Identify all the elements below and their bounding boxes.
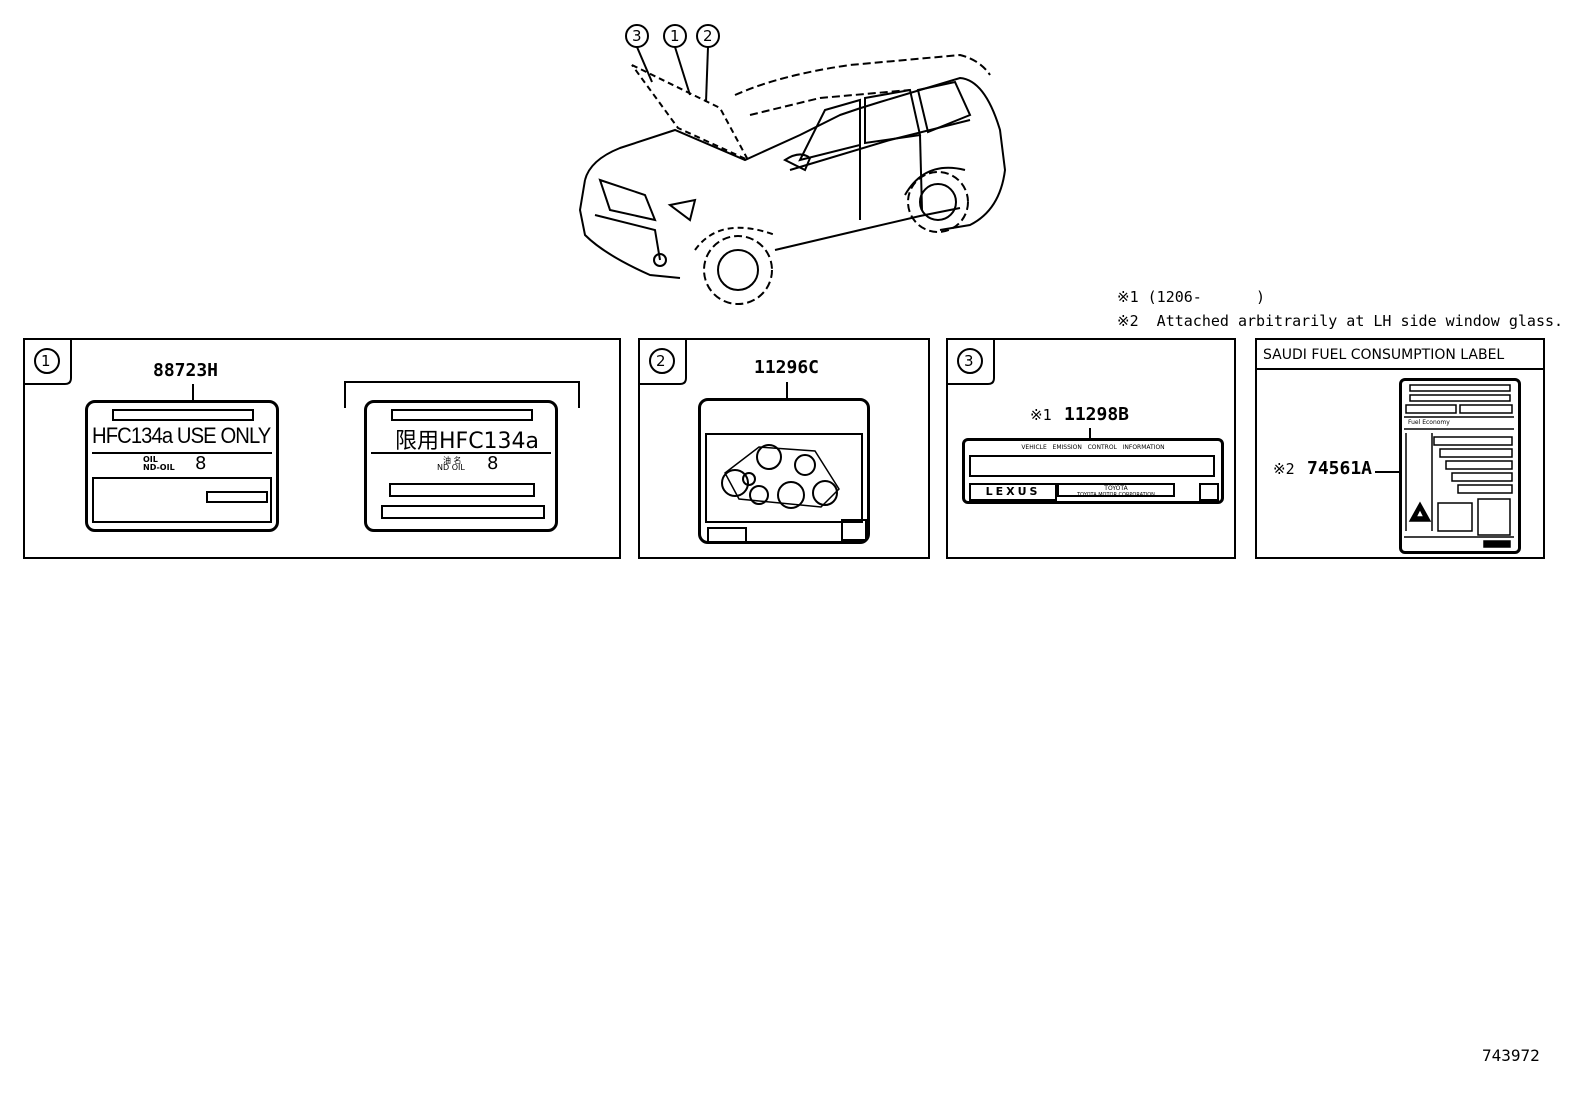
panel-2-part-number: 11296C <box>754 357 820 378</box>
saudi-fuel-economy: Fuel Economy <box>1408 419 1450 426</box>
saudi-panel-title: SAUDI FUEL CONSUMPTION LABEL <box>1257 340 1543 370</box>
label-en-oil-value: 8 <box>195 453 207 474</box>
label-jp-oil-line1: 油 名 <box>443 456 462 465</box>
saudi-part-number: 74561A <box>1307 458 1373 479</box>
vehicle-callout-2: 2 <box>703 27 713 45</box>
label-belt-routing <box>698 398 870 544</box>
emission-label-maker1: TOYOTA <box>1104 485 1128 492</box>
label-en-oil-line2: ND-OIL <box>143 463 175 472</box>
label-hfc134a-english: HFC134a USE ONLY OIL ND-OIL 8 <box>85 400 279 532</box>
panel-3-index: 3 <box>964 352 974 370</box>
note-1: ※1 (1206- ) <box>1117 288 1266 306</box>
optional-bracket <box>344 381 580 408</box>
emission-label-maker2: TOYOTA MOTOR CORPORATION <box>1077 492 1155 498</box>
vehicle-callout-3: 3 <box>632 27 642 45</box>
note-2: ※2 Attached arbitrarily at LH side windo… <box>1117 312 1564 330</box>
vehicle-illustration <box>578 24 1007 305</box>
panel-3: 3 ※1 11298B VEHICLE EMISSION CONTROL INF… <box>946 338 1236 559</box>
diagram-id: 743972 <box>1482 1046 1540 1065</box>
vehicle-callout-1: 1 <box>670 27 680 45</box>
panel-1-index: 1 <box>41 352 51 370</box>
label-en-headline: HFC134a USE ONLY <box>92 423 271 448</box>
panel-1: 1 88723H HFC134a USE ONLY OIL ND-OIL 8 限… <box>23 338 621 559</box>
label-jp-oil-line2: ND OIL <box>437 463 465 472</box>
panel-3-part-number: 11298B <box>1064 404 1130 425</box>
emission-label-title: VEHICLE EMISSION CONTROL INFORMATION <box>1021 444 1165 451</box>
label-jp-headline: 限用HFC134a <box>395 429 540 454</box>
panel-saudi-fuel: SAUDI FUEL CONSUMPTION LABEL ※2 74561A <box>1255 338 1545 559</box>
panel-1-index-tab <box>25 340 72 385</box>
panel-2-index-tab <box>640 340 687 385</box>
label-en-oil-line1: OIL <box>143 455 158 464</box>
label-jp-oil-value: 8 <box>487 453 499 474</box>
belt-routing-diagram <box>721 444 840 509</box>
label-saudi-fuel: Fuel Economy <box>1399 378 1521 554</box>
label-emission-control: VEHICLE EMISSION CONTROL INFORMATION LEX… <box>962 438 1224 504</box>
saudi-note-ref: ※2 <box>1273 460 1295 478</box>
label-hfc134a-japanese: 限用HFC134a 油 名 ND OIL 8 <box>364 400 558 532</box>
panel-2: 2 11296C <box>638 338 930 559</box>
panel-2-index: 2 <box>656 352 666 370</box>
panel-1-part-number: 88723H <box>153 360 219 381</box>
emission-label-brand: LEXUS <box>969 483 1057 501</box>
panel-3-note-ref: ※1 <box>1030 406 1052 424</box>
panel-3-index-tab <box>948 340 995 385</box>
